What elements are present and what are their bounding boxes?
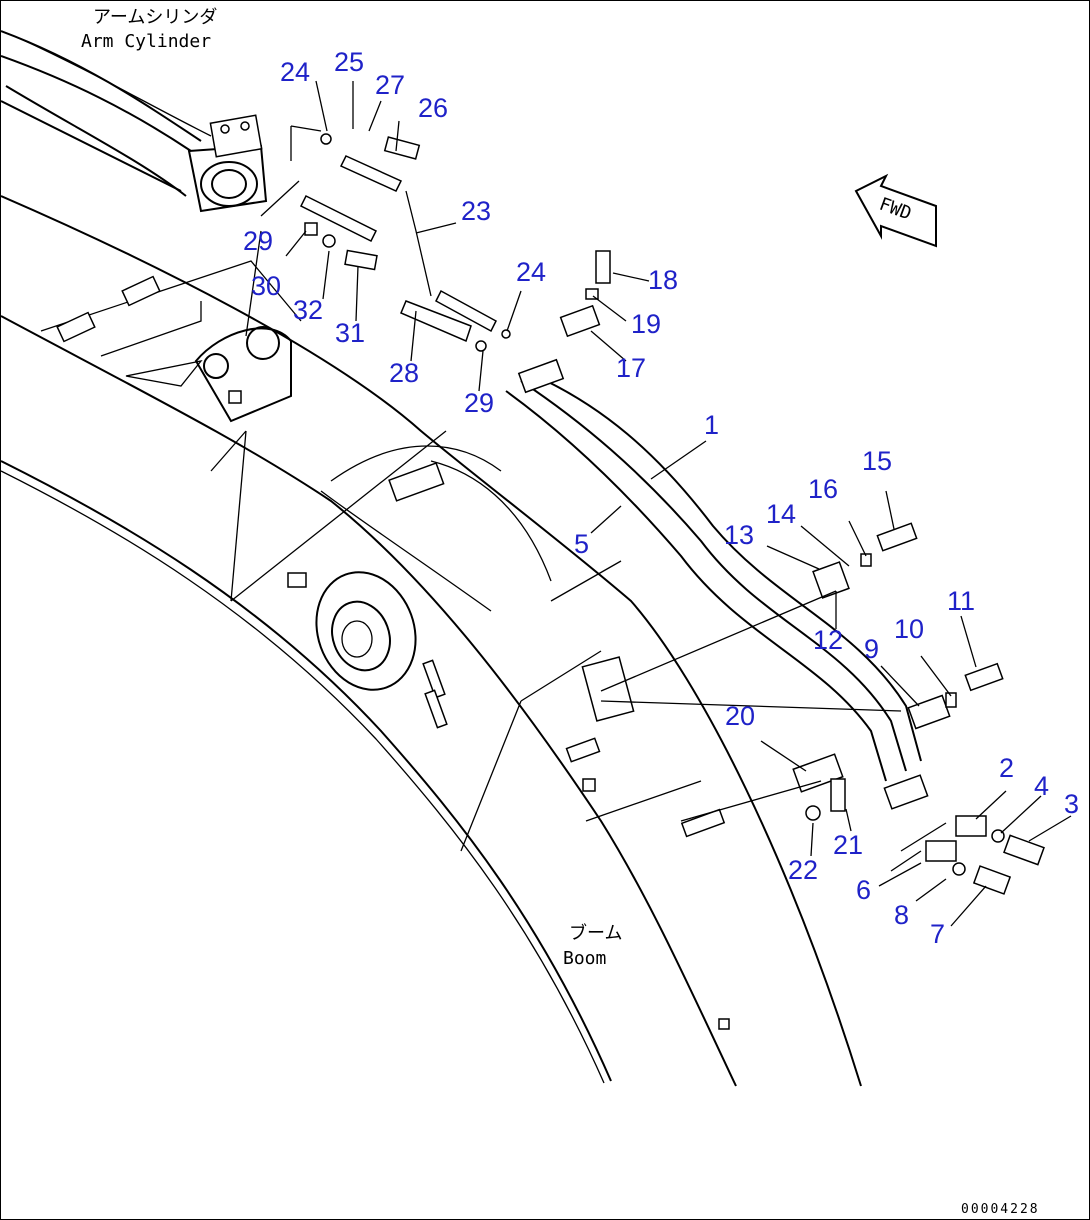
fwd-arrow: FWD bbox=[854, 173, 937, 248]
fwd-label: FWD bbox=[876, 194, 914, 225]
callout-12: 12 bbox=[813, 625, 843, 655]
callout-29-lower: 29 bbox=[464, 388, 494, 418]
callout-19: 19 bbox=[631, 309, 661, 339]
boom-body bbox=[1, 195, 862, 1087]
callout-5: 5 bbox=[574, 529, 589, 559]
callout-numbers: 1 2 3 4 5 6 7 8 9 10 11 12 13 14 15 16 1… bbox=[243, 47, 1079, 949]
callout-15: 15 bbox=[862, 446, 892, 476]
callout-13: 13 bbox=[724, 520, 754, 550]
callout-29-upper: 29 bbox=[243, 226, 273, 256]
callout-20: 20 bbox=[725, 701, 755, 731]
drawing-number: 00004228 bbox=[961, 1202, 1040, 1217]
callout-24-lower: 24 bbox=[516, 257, 546, 287]
callout-21: 21 bbox=[833, 830, 863, 860]
callout-7: 7 bbox=[930, 919, 945, 949]
clamp-parts bbox=[388, 250, 1045, 895]
pipes bbox=[320, 375, 922, 782]
arm-cylinder bbox=[1, 30, 268, 213]
callout-1: 1 bbox=[704, 410, 719, 440]
boom-label-en: Boom bbox=[563, 948, 606, 969]
callout-31: 31 bbox=[335, 318, 365, 348]
callout-10: 10 bbox=[894, 614, 924, 644]
callout-2: 2 bbox=[999, 753, 1014, 783]
callout-26: 26 bbox=[418, 93, 448, 123]
callout-6: 6 bbox=[856, 875, 871, 905]
callout-11: 11 bbox=[947, 586, 975, 616]
leader-lines bbox=[245, 80, 1072, 927]
callout-18: 18 bbox=[648, 265, 678, 295]
callout-9: 9 bbox=[864, 634, 879, 664]
callout-4: 4 bbox=[1034, 771, 1049, 801]
arm-cylinder-label-jp: アームシリンダ bbox=[93, 7, 217, 28]
callout-22: 22 bbox=[788, 855, 818, 885]
callout-32: 32 bbox=[293, 295, 323, 325]
callout-23: 23 bbox=[461, 196, 491, 226]
boom-label-jp: ブーム bbox=[569, 922, 622, 944]
callout-14: 14 bbox=[766, 499, 796, 529]
callout-28: 28 bbox=[389, 358, 419, 388]
callout-25: 25 bbox=[334, 47, 364, 77]
callout-17: 17 bbox=[616, 353, 646, 383]
callout-3: 3 bbox=[1064, 789, 1079, 819]
cylinder-hardware bbox=[260, 125, 511, 352]
arm-cylinder-label-en: Arm Cylinder bbox=[81, 31, 211, 52]
callout-27: 27 bbox=[375, 70, 405, 100]
callout-8: 8 bbox=[894, 900, 909, 930]
callout-24-upper: 24 bbox=[280, 57, 310, 87]
callout-16: 16 bbox=[808, 474, 838, 504]
callout-30: 30 bbox=[251, 271, 281, 301]
